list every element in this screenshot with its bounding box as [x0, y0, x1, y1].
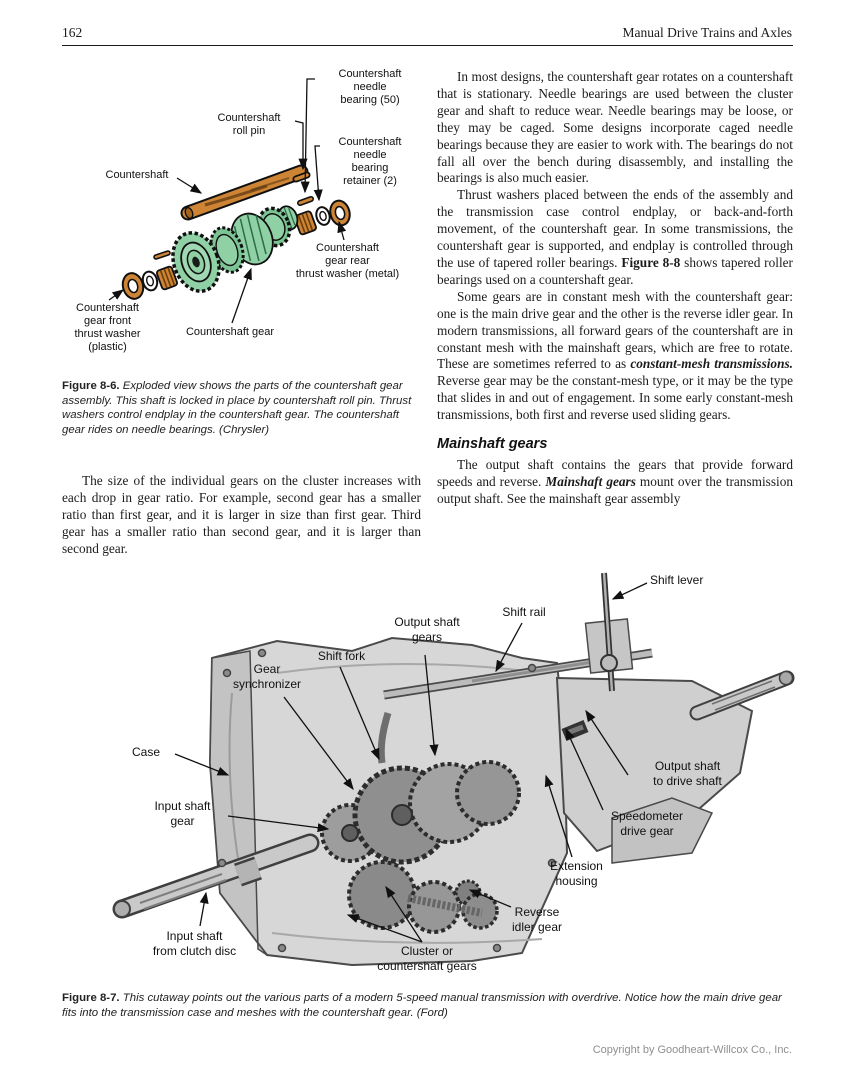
paragraph-text: Thrust washers placed between the ends o…	[437, 187, 793, 270]
paragraph-text: shows tapered roller bearings used on a …	[437, 254, 793, 287]
paragraph-needle-bearings: In most designs, the countershaft gear r…	[437, 69, 793, 187]
label-input-shaft-gear: Input shaft gear	[154, 799, 211, 828]
copyright-notice: Copyright by Goodheart-Willcox Co., Inc.	[592, 1044, 792, 1056]
caption-label: Figure 8-7.	[62, 992, 120, 1004]
paragraph-text: The size of the individual gears on the …	[62, 473, 421, 556]
page-number: 162	[62, 25, 83, 40]
label-countershaft-gear: Countershaft gear	[185, 326, 275, 338]
paragraph-constant-mesh: Some gears are in constant mesh with the…	[437, 289, 793, 424]
caption-figure-8-6: Figure 8-6. Exploded view shows the part…	[62, 379, 425, 438]
caption-text: Exploded view shows the parts of the cou…	[62, 380, 412, 437]
term-mainshaft-gears: Mainshaft gears	[545, 473, 636, 489]
label-shift-lever: Shift lever	[650, 573, 704, 587]
figure-8-8-reference: Figure 8-8	[621, 254, 681, 270]
label-cluster-gears: Cluster or countershaft gears	[377, 944, 477, 973]
label-case: Case	[132, 745, 161, 759]
paragraph-gear-sizes: The size of the individual gears on the …	[62, 473, 421, 558]
running-title: Manual Drive Trains and Axles	[622, 25, 793, 40]
label-countershaft-roll-pin: Countershaft roll pin	[217, 112, 281, 137]
paragraph-text: In most designs, the countershaft gear r…	[437, 69, 793, 186]
paragraph-text: Reverse gear may be the constant-mesh ty…	[437, 373, 793, 423]
right-column: In most designs, the countershaft gear r…	[437, 69, 793, 508]
label-input-shaft: Input shaft from clutch disc	[152, 929, 237, 958]
label-extension-housing: Extension housing	[550, 859, 603, 888]
header-rule	[62, 45, 793, 47]
label-countershaft: Countershaft	[105, 169, 169, 181]
left-column: The size of the individual gears on the …	[62, 473, 421, 558]
label-front-thrust-washer: Countershaft gear front thrust washer (p…	[74, 302, 141, 353]
label-shift-rail: Shift rail	[502, 605, 546, 619]
paragraph-thrust-washers: Thrust washers placed between the ends o…	[437, 187, 793, 288]
figure-8-7: Shift lever Shift rail Output shaft gear…	[52, 563, 800, 987]
paragraph-text: Some gears are in constant mesh with the…	[437, 288, 793, 372]
label-gear-synchronizer: Gear synchronizer	[232, 662, 302, 691]
heading-mainshaft-gears: Mainshaft gears	[437, 436, 548, 453]
term-constant-mesh-transmissions: constant-mesh transmissions.	[630, 356, 793, 372]
label-shift-fork: Shift fork	[317, 649, 366, 663]
label-speedometer-drive-gear: Speedometer drive gear	[610, 809, 684, 838]
caption-figure-8-7: Figure 8-7. This cutaway points out the …	[62, 991, 799, 1020]
transmission-cutaway-drawing	[112, 572, 795, 967]
paragraph-text: The output shaft contains the gears that…	[437, 457, 793, 489]
label-output-shaft: Output shaft to drive shaft	[653, 759, 722, 788]
paragraph-text: mount over the transmission output shaft…	[437, 473, 793, 506]
paragraph-mainshaft-gears: The output shaft contains the gears that…	[437, 457, 793, 508]
label-reverse-idler-gear: Reverse idler gear	[511, 905, 563, 934]
figure-8-6: Countershaft needle bearing (50) Counter…	[55, 66, 425, 378]
caption-label: Figure 8-6.	[62, 380, 120, 392]
label-rear-thrust-washer: Countershaft gear rear thrust washer (me…	[295, 242, 400, 280]
label-output-shaft-gears: Output shaft gears	[394, 615, 460, 644]
label-countershaft-needle-bearing: Countershaft needle bearing (50)	[338, 68, 402, 106]
label-needle-bearing-retainer: Countershaft needle bearing retainer (2)	[338, 136, 402, 187]
caption-text: This cutaway points out the various part…	[62, 992, 782, 1019]
countershaft-exploded-drawing	[108, 78, 351, 324]
